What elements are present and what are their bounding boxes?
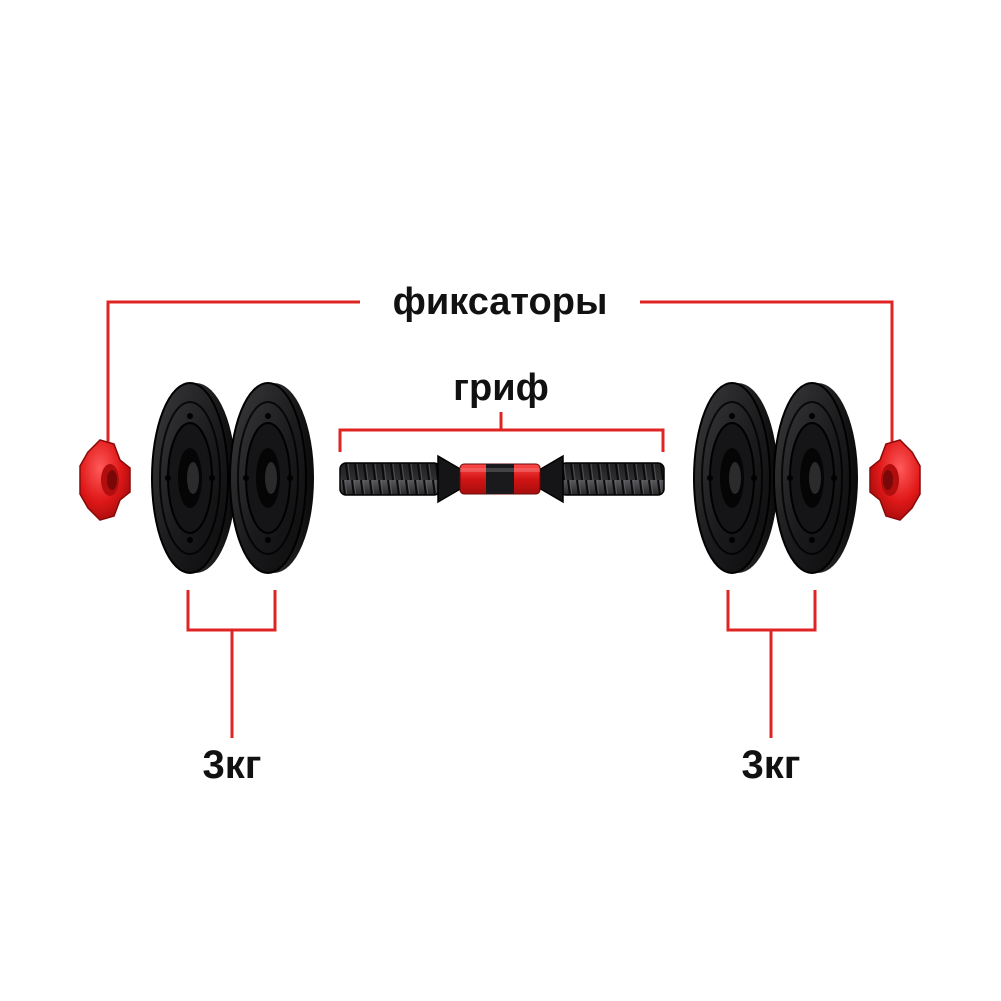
right-plate-outer — [773, 382, 859, 574]
right-weight-label: 3кг — [742, 743, 801, 787]
right-weight-bracket — [726, 590, 817, 738]
right-collar — [869, 439, 921, 521]
left-plate-inner — [229, 382, 315, 574]
left-plate-outer — [151, 382, 237, 574]
bar-label: гриф — [453, 367, 549, 409]
right-plate-inner — [693, 382, 779, 574]
dumbbell-bar — [339, 454, 665, 504]
left-weight-bracket — [186, 590, 277, 738]
bar-bracket — [338, 412, 665, 452]
left-collar — [79, 439, 131, 521]
collars-bracket-left — [106, 300, 360, 445]
collars-bracket-right — [640, 300, 894, 445]
left-weight-label: 3кг — [203, 743, 262, 787]
collars-label: фиксаторы — [393, 281, 608, 323]
